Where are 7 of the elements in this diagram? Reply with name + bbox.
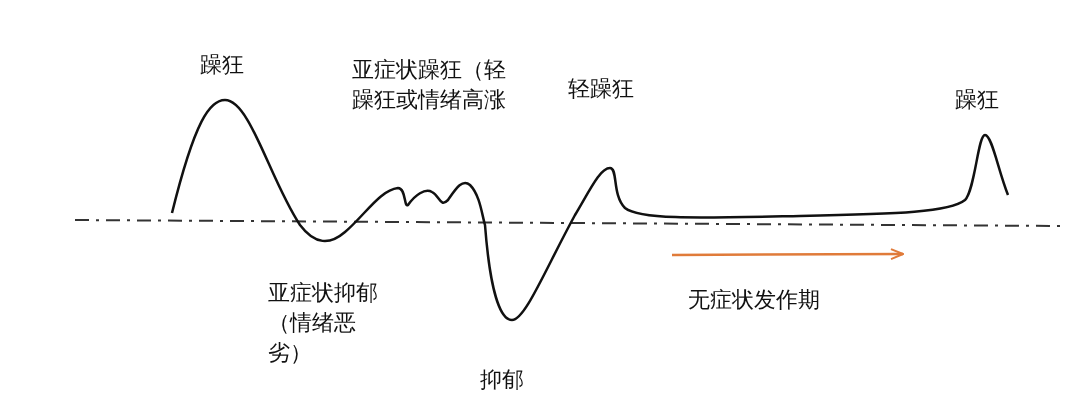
phase-label: 躁狂 <box>200 51 245 79</box>
phase-label: 抑郁 <box>480 366 525 394</box>
phase-label: 亚症状躁狂（轻躁狂或情绪高涨 <box>352 56 507 114</box>
phase-label: 无症状发作期 <box>688 286 821 314</box>
phase-label: 躁狂 <box>955 86 1000 114</box>
phase-label: 亚症状抑郁（情绪恶劣） <box>268 279 379 367</box>
phase-label: 轻躁狂 <box>568 75 635 103</box>
